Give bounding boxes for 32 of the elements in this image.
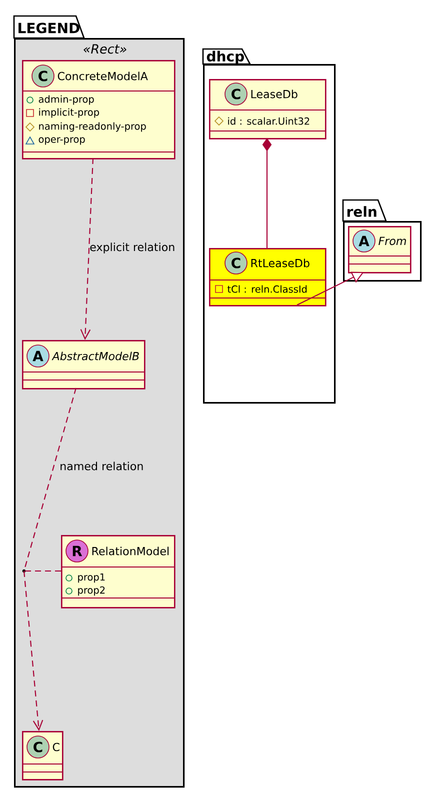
attribute-text: tCl : reln.ClassId <box>228 285 307 293</box>
class-box <box>348 226 412 274</box>
class-name: RelationModel <box>92 546 169 556</box>
class-name: RtLeaseDb <box>251 258 310 268</box>
class-box <box>22 60 176 160</box>
class-box <box>22 340 146 390</box>
connector-line <box>24 570 61 572</box>
node-label: reln <box>347 206 376 217</box>
class-box <box>209 248 326 306</box>
connector-line <box>23 388 77 572</box>
class-box <box>22 731 64 780</box>
class-name: AbstractModelB <box>52 352 139 360</box>
arrow <box>262 138 272 248</box>
edge-label: named relation <box>60 462 143 470</box>
class-name: ConcreteModelA <box>58 72 148 80</box>
arrow <box>23 570 44 731</box>
class-name: LeaseDb <box>251 90 298 98</box>
attribute-text: prop1 <box>78 573 105 583</box>
attribute-text: prop2 <box>78 586 105 596</box>
class-name: From <box>378 236 406 246</box>
class-box <box>209 79 326 140</box>
node-label: dhcp <box>206 50 244 64</box>
node-label: LEGEND <box>18 22 80 34</box>
attribute-text: oper-prop <box>38 137 85 145</box>
edge-label: explicit relation <box>90 242 174 254</box>
attribute-text: admin-prop <box>38 95 94 105</box>
class-name: C <box>52 742 60 752</box>
class-box <box>61 535 176 608</box>
attribute-text: id : scalar.Uint32 <box>228 117 310 125</box>
attribute-text: naming-readonly-prop <box>39 122 146 132</box>
attribute-text: implicit-prop <box>39 108 99 118</box>
arrow <box>80 158 94 340</box>
